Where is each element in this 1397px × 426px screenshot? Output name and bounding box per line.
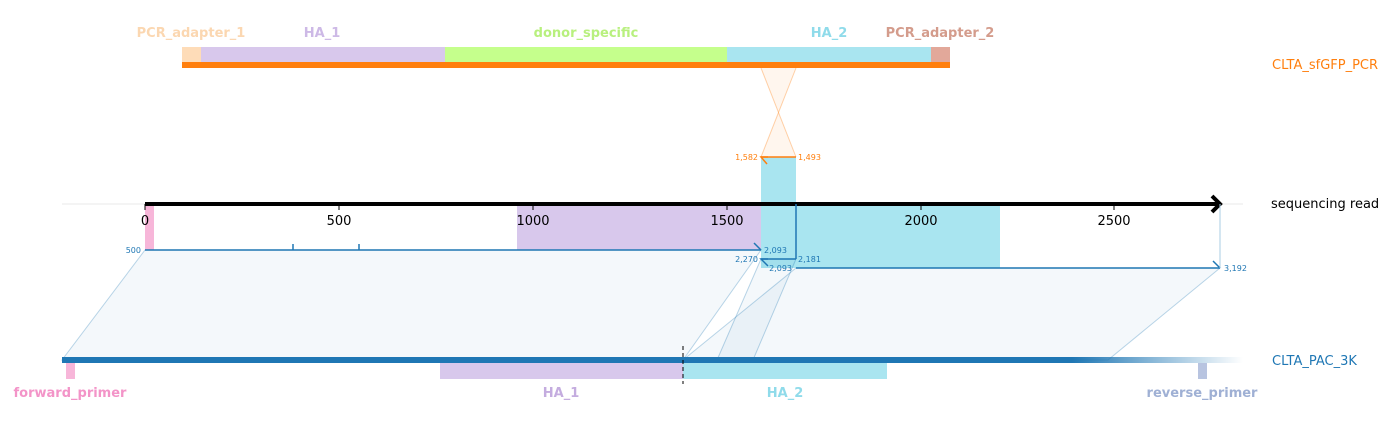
bottom-track-bar-fade: [1072, 357, 1243, 363]
read-feature-forward-primer: [145, 204, 154, 250]
align-label-2270: 2,270: [735, 255, 758, 264]
tick-label-0: 0: [141, 214, 149, 229]
align-label-2181: 2,181: [798, 255, 821, 264]
bottom-label-forward-primer: forward_primer: [14, 386, 128, 401]
align-label-1493: 1,493: [798, 153, 821, 162]
bottom-label-ha-1: HA_1: [543, 386, 580, 401]
align-label-1582: 1,582: [735, 153, 758, 162]
bottom-track: forward_primer HA_1 HA_2 reverse_primer …: [14, 346, 1357, 401]
top-feature-pcr-adapter-1: [182, 47, 201, 62]
top-to-read-alignment: [760, 67, 797, 158]
top-track: PCR_adapter_1 HA_1 donor_specific HA_2 P…: [137, 26, 1378, 73]
align-label-2093-a: 2,093: [764, 246, 787, 255]
align-label-2093-b: 2,093: [769, 264, 792, 273]
read-ticks: 0 500 1000 1500 2000 2500: [141, 204, 1131, 229]
top-label-pcr-adapter-2: PCR_adapter_2: [886, 26, 995, 41]
tick-label-2000: 2000: [904, 214, 937, 229]
read-to-bottom-alignment: [60, 249, 1222, 361]
tick-label-2500: 2500: [1097, 214, 1130, 229]
align-label-3192: 3,192: [1224, 264, 1247, 273]
top-feature-ha-2: [727, 47, 931, 62]
tick-label-500: 500: [327, 214, 352, 229]
bottom-feature-ha-2: [683, 363, 887, 379]
top-feature-pcr-adapter-2: [931, 47, 950, 62]
top-label-pcr-adapter-1: PCR_adapter_1: [137, 26, 246, 41]
tick-label-1000: 1000: [516, 214, 549, 229]
align-label-500: 500: [126, 246, 141, 255]
bottom-feature-reverse-primer: [1198, 363, 1207, 379]
read-track: 0 500 1000 1500 2000 2500 sequencing rea…: [62, 153, 1379, 273]
bottom-track-name: CLTA_PAC_3K: [1272, 354, 1357, 369]
bottom-label-ha-2: HA_2: [767, 386, 804, 401]
read-track-name: sequencing read: [1271, 197, 1379, 212]
top-label-donor-specific: donor_specific: [534, 26, 639, 41]
bottom-feature-forward-primer: [66, 363, 75, 379]
top-track-bar: [182, 62, 950, 68]
read-feature-ha-2-a: [761, 157, 796, 268]
top-track-name: CLTA_sfGFP_PCR: [1272, 58, 1378, 73]
top-label-ha-2: HA_2: [811, 26, 848, 41]
read-feature-ha-2-b: [796, 204, 1000, 268]
top-feature-ha-1: [201, 47, 445, 62]
bottom-label-reverse-primer: reverse_primer: [1147, 386, 1259, 401]
top-label-ha-1: HA_1: [304, 26, 341, 41]
top-feature-donor-specific: [445, 47, 727, 62]
tick-label-1500: 1500: [710, 214, 743, 229]
bottom-feature-ha-1: [440, 363, 683, 379]
bottom-track-bar: [62, 357, 1072, 363]
read-feature-ha-1: [517, 204, 761, 250]
